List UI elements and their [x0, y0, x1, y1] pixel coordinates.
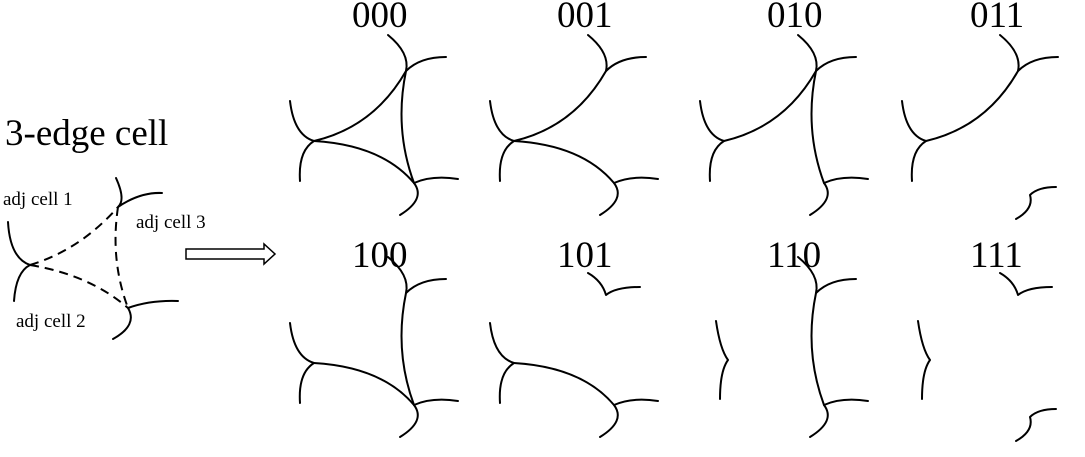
legend-title: 3-edge cell: [5, 113, 168, 154]
edge-1: [313, 70, 407, 142]
boundary-top: [797, 34, 857, 72]
case-label: 000: [352, 0, 408, 36]
case-label: 001: [557, 0, 613, 36]
edge-2: [313, 362, 415, 406]
edge-2: [513, 140, 615, 184]
edge-3: [810, 70, 825, 184]
adj-cell-2-label: adj cell 2: [16, 311, 86, 332]
boundary-left: [289, 322, 315, 404]
edge-3: [400, 70, 415, 184]
case-label: 010: [767, 0, 823, 36]
boundary-bottom: [599, 398, 659, 438]
case-010: 010: [699, 0, 869, 216]
case-000: 000: [289, 0, 459, 216]
legend-group: 3-edge cell adj cell 1 adj cell 2 adj ce…: [3, 113, 206, 340]
boundary-top: [387, 34, 447, 72]
cases-grid: 000 001 010 011 100 101 110 111: [289, 0, 1059, 442]
boundary-bottom: [1015, 408, 1057, 442]
arrow-icon: [185, 242, 277, 266]
case-label: 100: [352, 235, 408, 276]
case-label: 110: [767, 235, 821, 276]
boundary-bottom: [399, 398, 459, 438]
case-100: 100: [289, 235, 459, 438]
boundary-bottom: [599, 176, 659, 216]
case-001: 001: [489, 0, 659, 216]
boundary-left: [489, 100, 515, 182]
boundary-bottom: [809, 176, 869, 216]
edge-1: [723, 70, 817, 142]
edge-1: [513, 70, 607, 142]
boundary-top: [587, 272, 641, 296]
edge-2: [513, 362, 615, 406]
adj-cell-1-label: adj cell 1: [3, 189, 73, 210]
case-111: 111: [917, 235, 1057, 442]
legend-arc-top: [115, 177, 163, 208]
case-011: 011: [901, 0, 1059, 220]
boundary-bottom: [399, 176, 459, 216]
edge-3: [400, 292, 415, 406]
boundary-top: [999, 272, 1053, 296]
boundary-left: [715, 320, 729, 400]
boundary-top: [999, 34, 1059, 72]
case-label: 011: [970, 0, 1024, 36]
legend-edge-3: [114, 206, 129, 309]
boundary-left: [289, 100, 315, 182]
adj-cell-3-label: adj cell 3: [136, 212, 206, 233]
boundary-left: [917, 320, 931, 400]
legend-edge-1: [29, 206, 119, 266]
boundary-left: [699, 100, 725, 182]
boundary-bottom: [1015, 186, 1057, 220]
legend-edge-2: [29, 264, 129, 309]
case-label: 111: [970, 235, 1023, 276]
case-110: 110: [715, 235, 869, 438]
edge-1: [925, 70, 1019, 142]
case-label: 101: [557, 235, 613, 276]
boundary-top: [587, 34, 647, 72]
boundary-bottom: [809, 398, 869, 438]
edge-2: [313, 140, 415, 184]
edge-3: [810, 292, 825, 406]
boundary-left: [901, 100, 927, 182]
boundary-left: [489, 322, 515, 404]
case-101: 101: [489, 235, 659, 438]
legend-arc-left: [7, 221, 31, 302]
legend-arc-bottom: [112, 299, 179, 340]
